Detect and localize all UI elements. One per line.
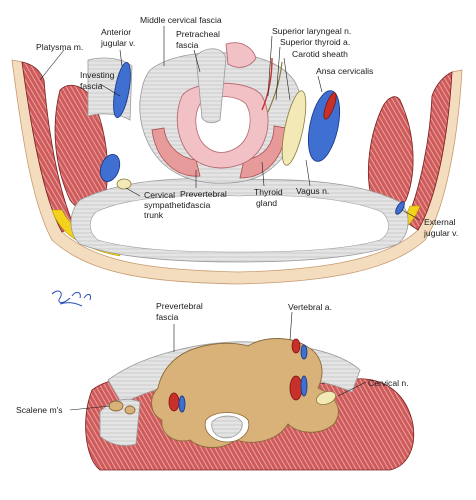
label-cervical-sympathetic-3: trunk xyxy=(144,210,164,220)
labels: Platysma m. Investing fascia Anterior ju… xyxy=(16,15,458,415)
vertebral-vein-right xyxy=(300,375,308,397)
leader-lines xyxy=(39,26,421,411)
scalene-tendon-2 xyxy=(124,405,136,415)
label-vertebral-artery: Vertebral a. xyxy=(288,302,332,312)
internal-jugular-vein-left xyxy=(99,154,121,182)
label-superior-thyroid: Superior thyroid a. xyxy=(280,37,350,47)
scalene-tendon-1 xyxy=(108,400,124,412)
prevertebral-inner-space xyxy=(89,195,389,253)
thyroid-gland-left xyxy=(151,127,201,177)
vertebral-artery-top xyxy=(291,338,301,354)
platysma-muscle-left xyxy=(21,61,75,233)
label-investing-fascia-2: fascia xyxy=(80,81,103,91)
cervical-vertebra xyxy=(151,338,339,448)
thyroid-gland-right xyxy=(239,125,287,179)
anterior-jugular-vein xyxy=(113,61,131,119)
label-pretracheal-2: fascia xyxy=(176,40,199,50)
vertebral-vein-top xyxy=(300,344,308,360)
label-vagus: Vagus n. xyxy=(296,186,329,196)
cervical-nerve-root xyxy=(315,391,337,405)
platysma-muscle-right xyxy=(405,71,453,231)
label-superior-laryngeal: Superior laryngeal n. xyxy=(272,26,351,36)
vertebral-vein-left xyxy=(178,395,186,413)
upper-cross-section xyxy=(11,42,463,285)
label-thyroid-gland-2: gland xyxy=(256,198,277,208)
label-cervical-sympathetic-1: Cervical xyxy=(144,190,175,200)
label-thyroid-gland-1: Thyroid xyxy=(254,187,283,197)
label-prevertebral-top-2: fascia xyxy=(188,200,211,210)
arytenoid-pink xyxy=(225,42,257,68)
superior-thyroid-artery xyxy=(267,61,283,113)
label-carotid-sheath: Carotid sheath xyxy=(292,49,348,59)
label-external-jugular-2: jugular v. xyxy=(423,228,458,238)
label-external-jugular-1: External xyxy=(424,217,456,227)
vagus-nerve-column xyxy=(281,90,307,166)
label-prevertebral-bottom-1: Prevertebral xyxy=(156,301,203,311)
spinal-cord xyxy=(211,415,243,439)
sympathetic-ganglion xyxy=(116,178,132,190)
label-cervical-sympathetic-2: sympathetic xyxy=(144,200,191,210)
label-ansa-cervicalis: Ansa cervicalis xyxy=(316,66,373,76)
label-middle-cervical-fascia: Middle cervical fascia xyxy=(140,15,222,25)
vertebral-artery-left xyxy=(168,392,180,412)
label-prevertebral-bottom-2: fascia xyxy=(156,312,179,322)
label-platysma: Platysma m. xyxy=(36,42,83,52)
vertebral-artery-right xyxy=(289,375,303,401)
label-scalene: Scalene m's xyxy=(16,405,63,415)
label-pretracheal-1: Pretracheal xyxy=(176,29,220,39)
label-anterior-jugular-2: jugular v. xyxy=(100,38,135,48)
label-prevertebral-top-1: Prevertebral xyxy=(180,189,227,199)
external-jugular-vein xyxy=(395,201,405,215)
label-cervical-nerve: Cervical n. xyxy=(368,378,409,388)
lower-vertebra-section xyxy=(85,338,415,471)
label-investing-fascia-1: Investing xyxy=(80,70,115,80)
internal-jugular-vein-right xyxy=(307,90,341,162)
illustrator-signature xyxy=(51,290,91,307)
skin-layer xyxy=(11,59,463,285)
superior-laryngeal-nerve xyxy=(261,57,273,111)
epiglottis xyxy=(195,48,227,124)
carotid-artery-right xyxy=(323,92,337,120)
label-anterior-jugular-1: Anterior xyxy=(101,27,131,37)
